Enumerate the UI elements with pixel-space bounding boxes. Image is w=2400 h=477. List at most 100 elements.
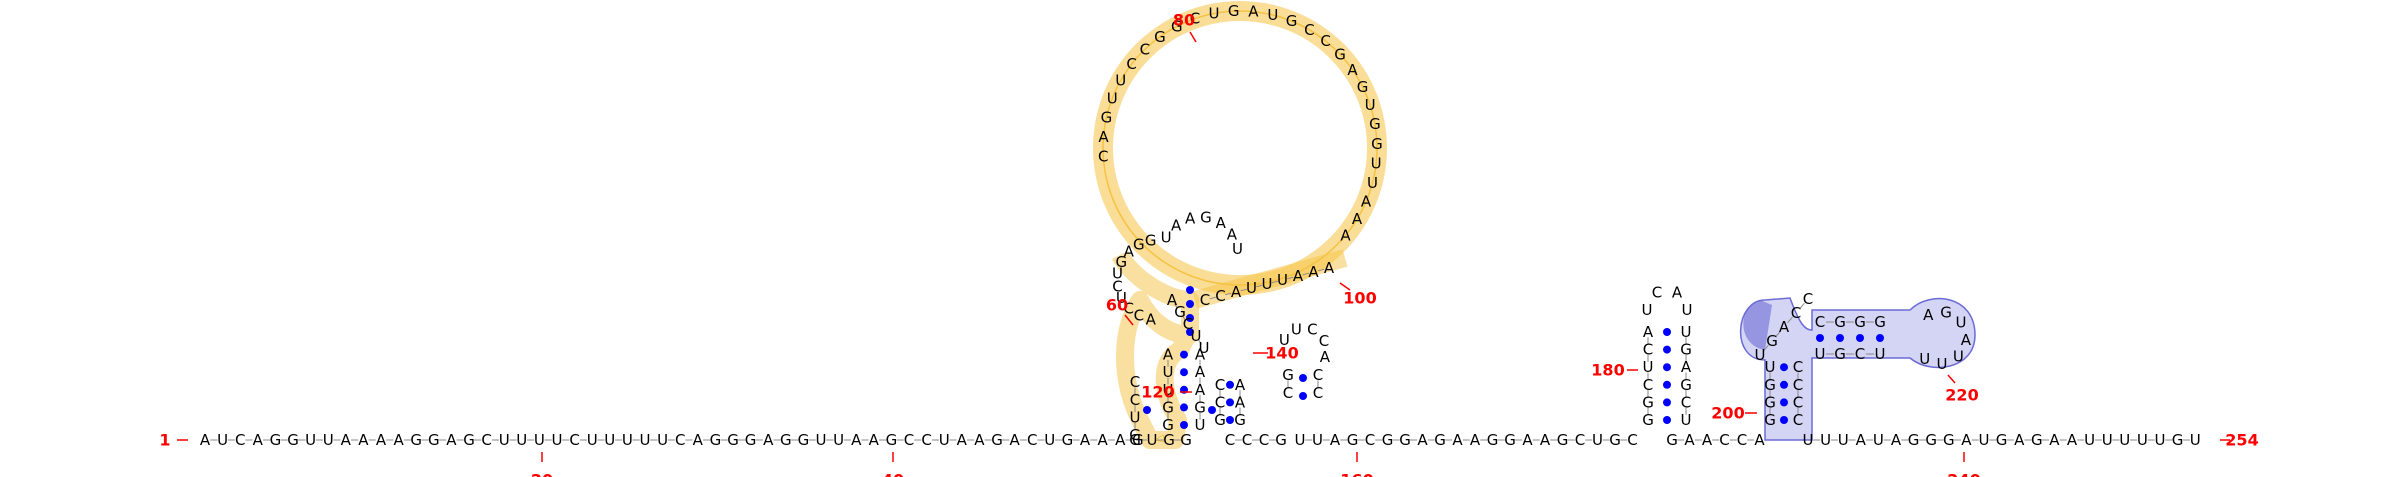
base-pair-dot — [1299, 374, 1307, 382]
nucleotide: G — [1371, 135, 1383, 153]
nucleotide: U — [1755, 346, 1766, 364]
nucleotide: G — [1609, 431, 1621, 449]
nucleotide: C — [481, 431, 491, 449]
base-pair-dot — [1186, 300, 1194, 308]
base-pair-dot — [1780, 398, 1788, 407]
nucleotide: A — [341, 431, 352, 449]
nucleotide: A — [1308, 263, 1319, 281]
nucleotide: G — [1129, 426, 1141, 444]
nucleotide: G — [1642, 411, 1654, 429]
backbone-bond — [1271, 280, 1278, 284]
nucleotide: U — [2084, 431, 2095, 449]
nucleotide: U — [1262, 275, 1273, 293]
nucleotide: G — [1666, 431, 1678, 449]
nucleotide: G — [1854, 313, 1866, 331]
nucleotide: C — [1098, 148, 1108, 166]
nucleotide: C — [1643, 341, 1653, 359]
nucleotide: G — [1357, 78, 1369, 96]
position-tick — [1339, 282, 1351, 291]
nucleotide: C — [1126, 55, 1136, 73]
nucleotide: U — [1209, 4, 1220, 22]
nucleotide: U — [1195, 416, 1206, 434]
nucleotide: G — [991, 431, 1003, 449]
nucleotide: A — [1080, 431, 1091, 449]
nucleotide: U — [587, 431, 598, 449]
nucleotide: A — [1891, 431, 1902, 449]
nucleotide: A — [2014, 431, 2025, 449]
nucleotide: U — [1199, 339, 1210, 357]
nucleotide: A — [1231, 283, 1242, 301]
nucleotide: C — [921, 431, 931, 449]
nucleotide: U — [1246, 279, 1257, 297]
nucleotide: U — [323, 431, 334, 449]
nucleotide: C — [1793, 376, 1803, 394]
nucleotide: U — [1803, 431, 1814, 449]
nucleotide: C — [1365, 431, 1375, 449]
backbone-bond — [1173, 303, 1179, 309]
nucleotide: G — [1487, 431, 1499, 449]
position-label: 180 — [1591, 361, 1624, 380]
nucleotide: A — [1923, 306, 1934, 324]
base-pair-dot — [1876, 334, 1884, 342]
nucleotide: C — [1215, 287, 1225, 305]
base-pair-dot — [1836, 334, 1844, 342]
nucleotide: C — [1200, 291, 1210, 309]
nucleotide: C — [1719, 431, 1729, 449]
nucleotide: C — [1112, 277, 1122, 295]
backbone-bond — [1287, 276, 1294, 280]
nucleotide: C — [1803, 290, 1813, 308]
nucleotide: U — [1979, 431, 1990, 449]
nucleotide: U — [1191, 327, 1202, 345]
backbone-bond — [1225, 292, 1232, 296]
nucleotide: G — [270, 431, 282, 449]
nucleotide: C — [1304, 21, 1314, 39]
base-pair-dot — [1186, 314, 1194, 322]
nucleotide: A — [1352, 210, 1363, 228]
nucleotide: G — [1154, 28, 1166, 46]
nucleotide: C — [1793, 358, 1803, 376]
nucleotide: U — [1873, 431, 1884, 449]
nucleotide: G — [410, 431, 422, 449]
nucleotide: C — [1793, 411, 1803, 429]
nucleotide: A — [1961, 331, 1972, 349]
nucleotide: A — [1098, 128, 1109, 146]
position-tick — [1124, 314, 1134, 326]
nucleotide: A — [1324, 259, 1335, 277]
nucleotide: C — [1307, 321, 1317, 339]
nucleotide: U — [622, 431, 633, 449]
base-pair-dot — [1208, 406, 1216, 414]
nucleotide: G — [1214, 411, 1226, 429]
backbone-bond — [1763, 344, 1769, 352]
nucleotide: G — [1171, 17, 1183, 35]
backbone-bond — [1318, 268, 1325, 272]
nucleotide: G — [1200, 208, 1212, 226]
nucleotide: A — [1417, 431, 1428, 449]
nucleotide: A — [1124, 243, 1135, 261]
nucleotide: U — [640, 431, 651, 449]
base-pair-dot — [1186, 286, 1194, 294]
nucleotide: U — [1161, 229, 1172, 247]
nucleotide: G — [1766, 332, 1778, 350]
nucleotide: G — [1642, 393, 1654, 411]
nucleotide: A — [1163, 346, 1174, 364]
nucleotide: G — [1286, 12, 1298, 30]
nucleotide: U — [1682, 301, 1693, 319]
position-label: 240 — [1947, 471, 1980, 477]
nucleotide: U — [1956, 314, 1967, 332]
nucleotide: C — [1215, 393, 1225, 411]
nucleotide: G — [727, 431, 739, 449]
nucleotide: U — [1163, 381, 1174, 399]
nucleotide: C — [1140, 40, 1150, 58]
nucleotide: U — [305, 431, 316, 449]
nucleotide: C — [1190, 10, 1200, 28]
nucleotide: U — [833, 431, 844, 449]
nucleotide: U — [2102, 431, 2113, 449]
nucleotide: G — [1764, 411, 1776, 429]
nucleotide: C — [235, 431, 245, 449]
position-label: 254 — [2225, 431, 2258, 450]
nucleotide: U — [1267, 6, 1278, 24]
nucleotide: U — [1279, 331, 1290, 349]
nucleotide: C — [1027, 431, 1037, 449]
nucleotide: U — [516, 431, 527, 449]
